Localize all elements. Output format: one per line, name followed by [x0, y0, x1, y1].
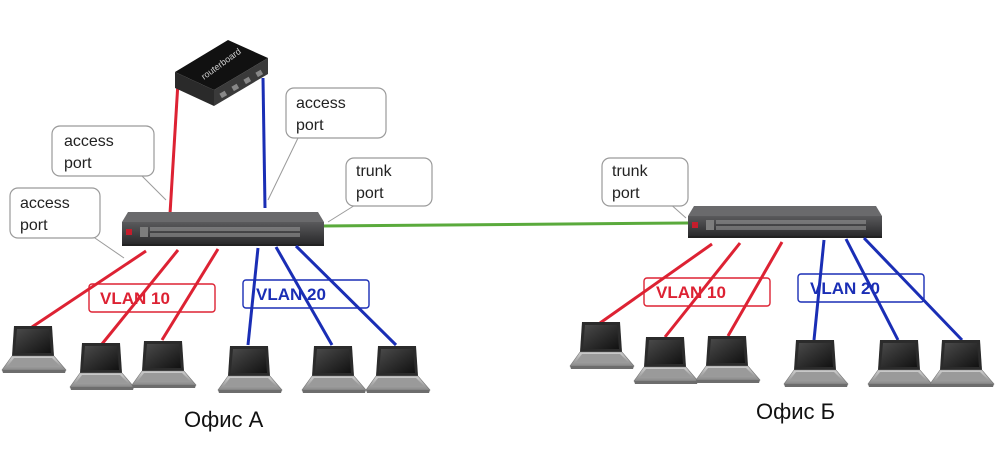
callout-access-port-left-upper-line1: access — [64, 133, 114, 150]
laptop-icon — [695, 335, 761, 384]
laptop-icon — [301, 345, 367, 394]
office-b-vlan20-link-3 — [862, 236, 964, 342]
office-b-vlan20-link-2 — [844, 238, 900, 341]
office-a-vlan10-link-3 — [160, 248, 220, 341]
switch-office-b — [688, 206, 882, 238]
laptop-icon — [217, 345, 283, 394]
callout-access-port-left-upper-line2: port — [64, 155, 92, 172]
callout-trunk-port-a-line1: trunk — [356, 163, 393, 180]
laptop-icon — [569, 321, 635, 370]
callout-trunk-port-a-line2: port — [356, 185, 384, 202]
callout-access-port-right: access port — [267, 87, 387, 201]
office-b-vlan20-label-box: VLAN 20 — [797, 273, 925, 303]
laptop-icon — [69, 342, 135, 391]
callout-access-port-right-line2: port — [296, 117, 324, 134]
callout-trunk-port-a: trunk port — [327, 157, 433, 223]
laptop-icon — [1, 325, 67, 374]
trunk-link — [321, 221, 689, 228]
laptop-icon — [929, 339, 995, 388]
office-b-vlan20-label: VLAN 20 — [810, 279, 880, 298]
office-b-vlan10-link-3 — [726, 241, 784, 337]
callout-access-port-left-lower-line1: access — [20, 195, 70, 212]
office-a-vlan20-label: VLAN 20 — [256, 285, 326, 304]
callout-trunk-port-b-line1: trunk — [612, 163, 649, 180]
office-a-vlan10-link-2 — [100, 249, 180, 345]
callout-access-port-right-line1: access — [296, 95, 346, 112]
laptop-icon — [131, 340, 197, 389]
office-b-vlan10-label: VLAN 10 — [656, 283, 726, 302]
laptop-icon — [633, 336, 699, 385]
router: routerboard — [175, 40, 268, 106]
laptop-icon — [867, 339, 933, 388]
office-b-label: Офис Б — [756, 399, 835, 424]
callout-trunk-port-b-line2: port — [612, 185, 640, 202]
office-b-vlan10-label-box: VLAN 10 — [643, 277, 771, 307]
callout-trunk-port-b: trunk port — [601, 157, 689, 219]
office-a-vlan20-link-3 — [294, 244, 398, 347]
callout-access-port-left-lower: access port — [9, 187, 125, 259]
office-a-vlan10-label: VLAN 10 — [100, 289, 170, 308]
office-a-vlan20-link-1 — [246, 247, 260, 346]
callout-access-port-left-upper: access port — [51, 125, 167, 201]
office-b-vlan20-link-1 — [812, 239, 826, 341]
office-a-label: Офис А — [184, 407, 264, 432]
office-a-vlan20-link-2 — [274, 246, 334, 346]
office-b-vlan10-link-2 — [663, 242, 742, 338]
laptop-icon — [783, 339, 849, 388]
switch-office-a — [122, 212, 324, 246]
office-a-vlan10-label-box: VLAN 10 — [88, 283, 216, 313]
router-to-switch-a-vlan20-link — [261, 77, 267, 209]
office-b-vlan10-link-1 — [599, 242, 713, 325]
office-a-vlan20-label-box: VLAN 20 — [242, 279, 370, 309]
router-to-switch-a-vlan10-link — [168, 81, 180, 215]
laptop-icon — [365, 345, 431, 394]
callout-access-port-left-lower-line2: port — [20, 217, 48, 234]
